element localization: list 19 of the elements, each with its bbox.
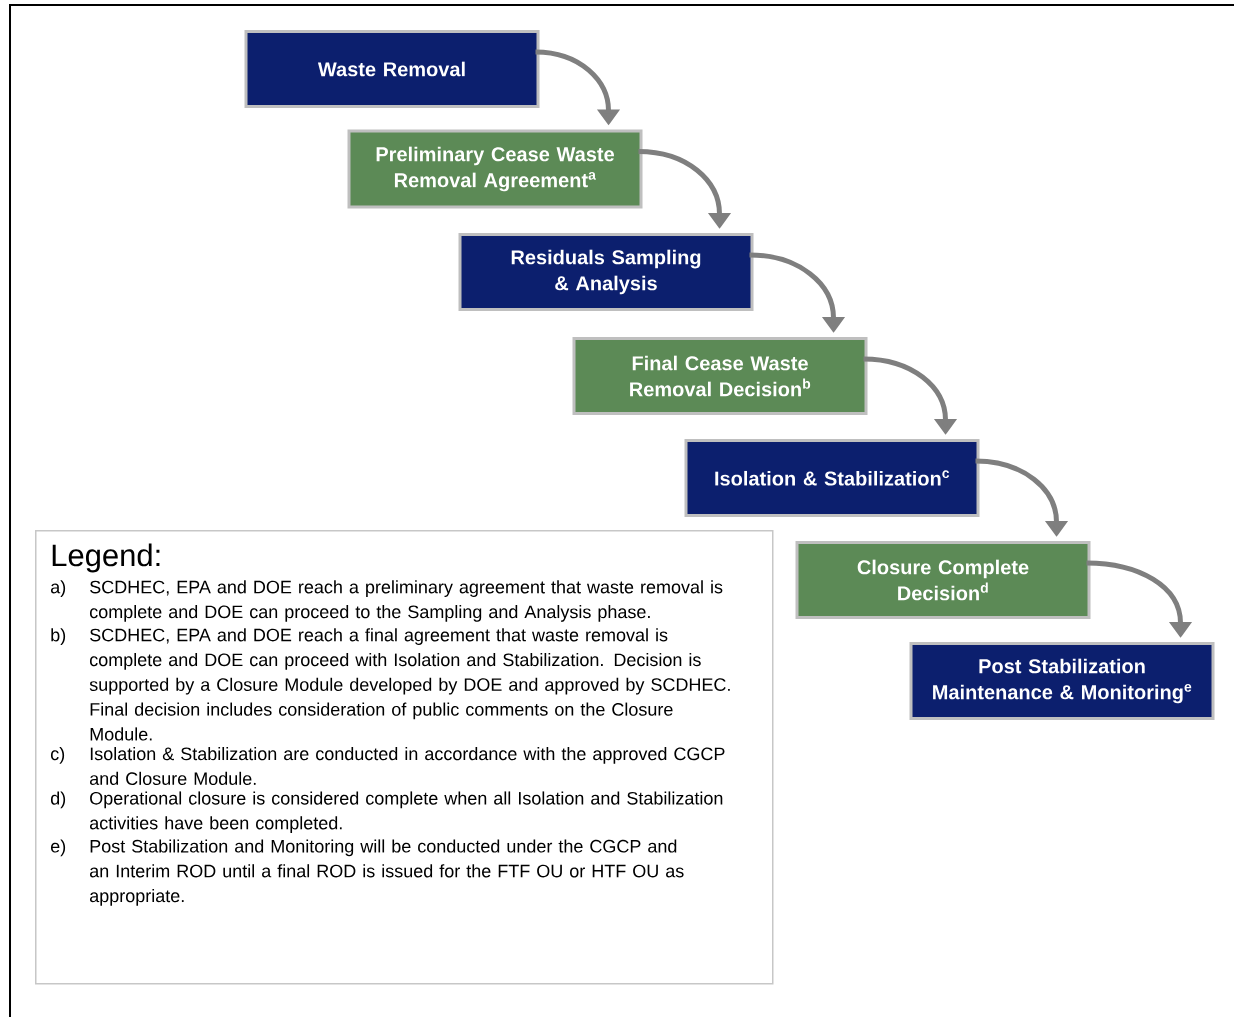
legend-box xyxy=(35,530,774,985)
process-box: Isolation & Stabilization$^{c}$ xyxy=(684,439,980,517)
item-letter: e) xyxy=(51,839,66,857)
legend-heading: Legend: xyxy=(52,543,160,573)
process-box: Final Cease Waste Removal Decision$^{b}$ xyxy=(572,337,868,415)
item-letter: c) xyxy=(51,747,65,764)
legend-note: SCDHEC, EPA and DOE reach a final agreement that waste removal is complete and DOE can proceed with Isolation and Stabilization. Decision is supported by a Closure Module developed by DOE and approved by SCDHEC. Final decision includes consideration of public comments on the Closure Module. xyxy=(89,628,730,741)
process-box: Preliminary Cease Waste Removal Agreement$^{a}$ xyxy=(347,129,643,209)
legend-note: Operational closure is considered complete when all Isolation and Stabilization activities have been completed. xyxy=(90,791,723,833)
process-box: Closure Complete Decision$^{d}$ xyxy=(795,541,1091,619)
item-letter: d) xyxy=(50,791,66,809)
item-letter: a) xyxy=(51,580,66,597)
legend-note: Isolation & Stabilization are conducted in accordance with the approved CGCP and Closure Module. xyxy=(90,747,725,785)
item-letter: b) xyxy=(51,628,66,645)
process-box: Residuals Sampling & Analysis xyxy=(458,233,754,311)
legend-note: SCDHEC, EPA and DOE reach a preliminary agreement that waste removal is complete and DOE can proceed to the Sampling and Analysis phase. xyxy=(90,580,723,622)
legend-note: Post Stabilization and Monitoring will be conducted under the CGCP and an Interim ROD until a final ROD is issued for the FTF OU or HTF OU as appropriate. xyxy=(90,839,684,906)
process-box: Waste Removal xyxy=(244,30,540,108)
process-box: Post Stabilization Maintenance & Monitoring$^{e}$ xyxy=(909,642,1215,720)
